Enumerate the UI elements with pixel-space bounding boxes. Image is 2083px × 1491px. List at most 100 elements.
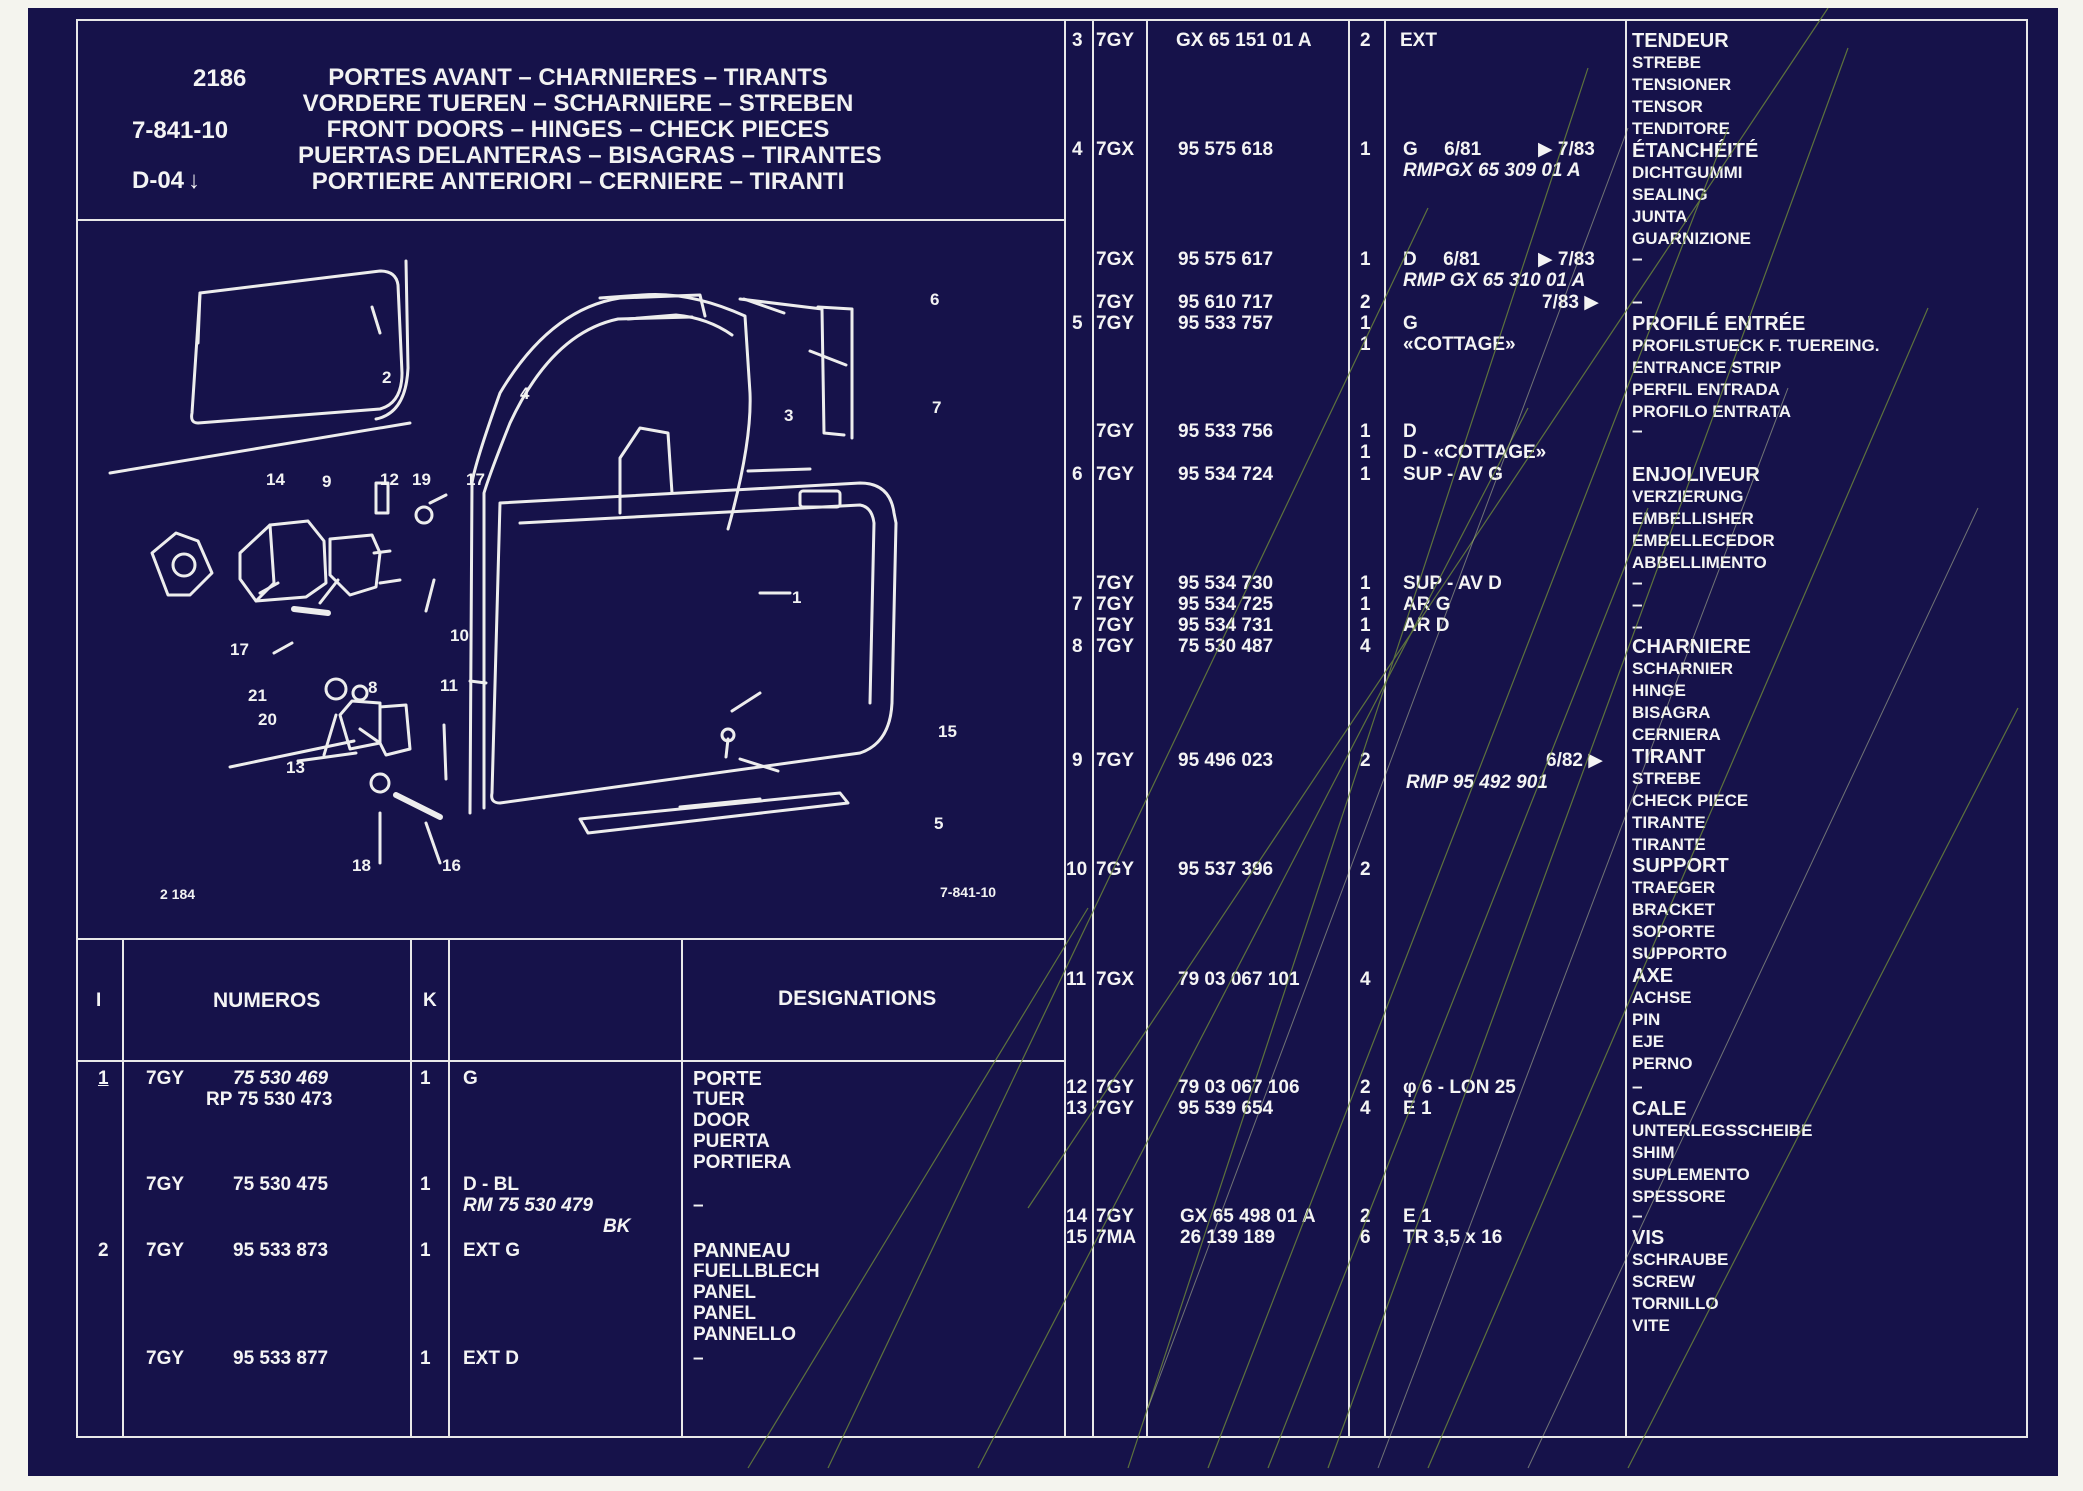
- row-code: 7GY: [1096, 750, 1135, 771]
- row-date: ▶ 7/83: [1538, 139, 1595, 160]
- row-k: 1: [420, 1240, 431, 1261]
- row-code: 7GY: [146, 1348, 185, 1369]
- designation-axe: AXE ACHSE PIN EJE PERNO: [1632, 965, 1693, 1073]
- row-remark: G: [463, 1068, 478, 1089]
- row-k: 1: [1360, 573, 1371, 594]
- frame-left: [76, 19, 78, 1438]
- row-date: 7/83 ▶: [1542, 292, 1599, 313]
- arrow-right-icon: ▶: [1538, 139, 1558, 160]
- row-remark: D - «COTTAGE»: [1403, 442, 1547, 463]
- table-header-top: [76, 938, 1066, 940]
- row-number: 95 533 877: [233, 1348, 329, 1369]
- exploded-door-diagram: 1 2 3 4 5 6 7 8 9 10 11 12 13 14 15 16 1…: [108, 259, 996, 902]
- arrow-right-icon: ▶: [1578, 292, 1599, 313]
- row-k: 2: [1360, 750, 1371, 771]
- callout-6: 6: [930, 290, 939, 309]
- col-line: [1348, 19, 1350, 1438]
- callout-10: 10: [450, 626, 469, 645]
- row-date: ▶ 7/83: [1538, 249, 1595, 270]
- designation-dash: –: [1632, 421, 1643, 442]
- col-line: [122, 938, 124, 1438]
- designation-dash: –: [1632, 292, 1643, 313]
- row-k: 1: [1360, 313, 1371, 334]
- row-item: 9: [1072, 750, 1083, 771]
- row-designation-en: PANEL: [693, 1282, 756, 1303]
- row-number: 95 533 756: [1178, 421, 1274, 442]
- row-code: 7GY: [1096, 615, 1135, 636]
- row-number: 75 530 475: [233, 1174, 329, 1195]
- callout-15: 15: [938, 722, 957, 741]
- row-number: 79 03 067 101: [1178, 969, 1300, 990]
- row-k: 1: [1360, 421, 1371, 442]
- callout-14: 14: [266, 470, 285, 489]
- designation-etancheite: ÉTANCHÉITÉ DICHTGUMMI SEALING JUNTA GUAR…: [1632, 140, 1759, 248]
- row-code: 7GY: [1096, 859, 1135, 880]
- callout-8: 8: [368, 678, 377, 697]
- row-k: 1: [1360, 594, 1371, 615]
- row-remark: D: [1403, 421, 1417, 442]
- row-k: 2: [1360, 1077, 1371, 1098]
- col-line: [448, 938, 450, 1438]
- row-code: 7GX: [1096, 249, 1135, 270]
- arrow-right-icon: ▶: [1538, 249, 1558, 270]
- row-remark: D 6/81: [1403, 249, 1481, 270]
- row-designation: –: [693, 1348, 704, 1369]
- row-number-alt: RP 75 530 473: [206, 1089, 333, 1110]
- title-fr: PORTES AVANT – CHARNIERES – TIRANTS: [328, 64, 828, 91]
- col-line: [410, 938, 412, 1438]
- callout-4: 4: [520, 384, 530, 403]
- row-remark: E 1: [1403, 1206, 1432, 1227]
- row-number: 95 610 717: [1178, 292, 1274, 313]
- row-k: 1: [1360, 334, 1371, 355]
- row-number: 75 530 487: [1178, 636, 1274, 657]
- row-designation-it: PANNELLO: [693, 1324, 797, 1345]
- row-code: 7GY: [146, 1240, 185, 1261]
- designation-cale: CALE UNTERLEGSSCHEIBE SHIM SUPLEMENTO SP…: [1632, 1098, 1813, 1206]
- row-remark-sub2: BK: [603, 1216, 631, 1237]
- row-item: 8: [1072, 636, 1083, 657]
- callout-2: 2: [382, 368, 391, 387]
- row-number: 75 530 469: [233, 1068, 329, 1089]
- col-line: [1146, 19, 1148, 1438]
- row-date: 6/82 ▶: [1546, 750, 1603, 771]
- designation-enjoliveur: ENJOLIVEUR VERZIERUNG EMBELLISHER EMBELL…: [1632, 464, 1775, 572]
- row-item: 14: [1066, 1206, 1088, 1227]
- row-remark: EXT G: [463, 1240, 521, 1261]
- row-code: 7GY: [146, 1174, 185, 1195]
- row-k: 1: [1360, 615, 1371, 636]
- callout-13: 13: [286, 758, 305, 777]
- row-code: 7GY: [1096, 1206, 1135, 1227]
- col-line: [1625, 19, 1627, 1438]
- row-code: 7GY: [1096, 1077, 1135, 1098]
- frame-bottom: [76, 1436, 2028, 1438]
- callout-7: 7: [932, 398, 941, 417]
- col-line: [681, 938, 683, 1438]
- row-remark: AR G: [1403, 594, 1451, 615]
- row-remark: EXT: [1400, 30, 1437, 51]
- callout-12: 12: [380, 470, 399, 489]
- designation-charniere: CHARNIERE SCHARNIER HINGE BISAGRA CERNIE…: [1632, 636, 1751, 744]
- designation-profile-entree: PROFILÉ ENTRÉE PROFILSTUECK F. TUEREING.…: [1632, 313, 1880, 421]
- row-code: 7GY: [1096, 636, 1135, 657]
- row-remark: D - BL: [463, 1174, 519, 1195]
- row-item: 7: [1072, 594, 1083, 615]
- row-number: 95 537 396: [1178, 859, 1274, 880]
- row-number: 95 534 724: [1178, 464, 1274, 485]
- page-number: 2186: [193, 65, 247, 92]
- designation-dash: –: [1632, 1077, 1643, 1098]
- row-number: 95 533 757: [1178, 313, 1274, 334]
- designation-vis: VIS SCHRAUBE SCREW TORNILLO VITE: [1632, 1227, 1729, 1335]
- callout-9: 9: [322, 472, 331, 491]
- row-remark: EXT D: [463, 1348, 519, 1369]
- col-line: [1384, 19, 1386, 1438]
- callout-16: 16: [442, 856, 461, 875]
- row-number: GX 65 498 01 A: [1180, 1206, 1316, 1227]
- title-en: FRONT DOORS – HINGES – CHECK PIECES: [326, 116, 830, 143]
- designation-tendeur: TENDEUR STREBE TENSIONER TENSOR TENDITOR…: [1632, 30, 1732, 138]
- col-header-item: I: [96, 990, 102, 1011]
- row-code: 7GY: [1096, 464, 1135, 485]
- row-k: 2: [1360, 1206, 1371, 1227]
- table-header-bottom: [76, 1060, 1066, 1062]
- parts-catalog-sheet: 2186 7-841-10 D-04↓ PORTES AVANT – CHARN…: [28, 8, 2058, 1476]
- row-remark: G: [1403, 313, 1418, 334]
